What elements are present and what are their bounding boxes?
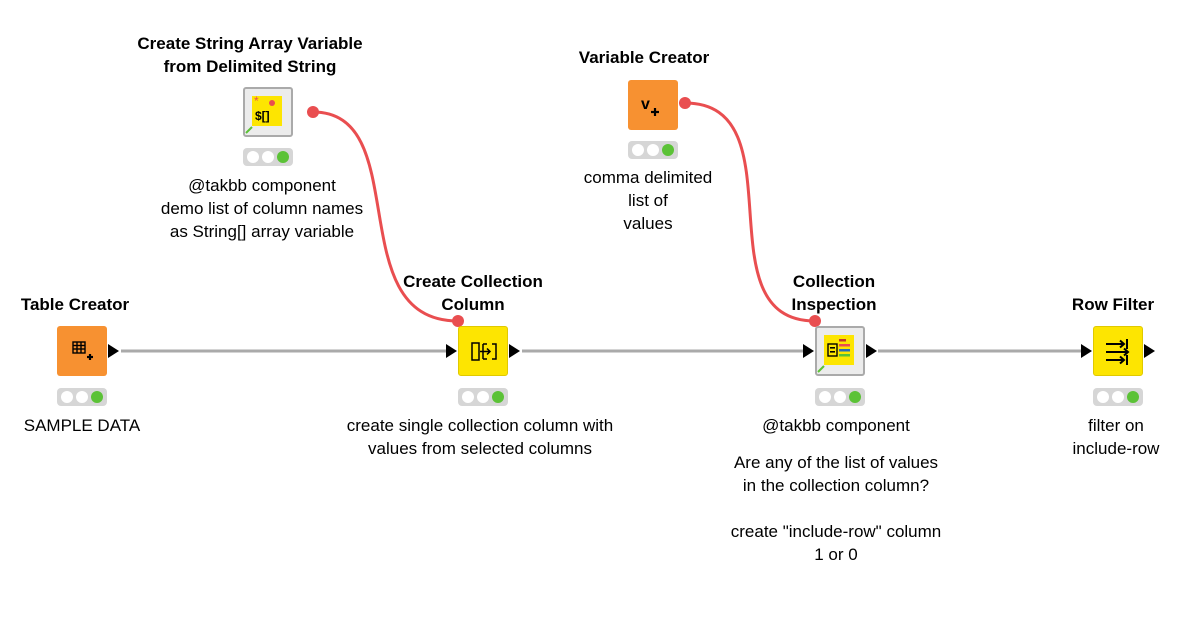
description-line: in the collection column? xyxy=(742,476,930,495)
description-line: 1 or 0 xyxy=(814,545,858,564)
description-line: comma delimited xyxy=(583,168,713,187)
description-line: as String[] array variable xyxy=(169,222,355,241)
input-port[interactable] xyxy=(1081,344,1092,358)
description-line: create "include-row" column xyxy=(730,522,942,541)
description-line: Are any of the list of values xyxy=(733,453,939,472)
node-description-string-array-var[interactable]: @takbb component demo list of column nam… xyxy=(161,174,363,243)
node-table-creator[interactable] xyxy=(57,326,107,376)
variable-output-port[interactable] xyxy=(307,106,319,118)
description-line: SAMPLE DATA xyxy=(23,416,141,435)
node-title-table-creator[interactable]: Table Creator xyxy=(20,295,130,314)
inspection-icon xyxy=(817,335,854,373)
description-line: values from selected columns xyxy=(368,439,592,458)
node-status xyxy=(458,388,508,406)
filter-icon xyxy=(1106,339,1130,365)
output-port[interactable] xyxy=(509,344,520,358)
description-line: include-row xyxy=(1072,439,1160,458)
title-line: Inspection xyxy=(791,295,877,314)
node-description-variable-creator[interactable]: comma delimited list of values xyxy=(584,166,713,235)
description-line: list of xyxy=(628,191,668,210)
node-status xyxy=(815,388,865,406)
title-line: Create String Array Variable xyxy=(137,34,363,53)
node-title-variable-creator[interactable]: Variable Creator xyxy=(578,48,710,67)
node-description-table-creator[interactable]: SAMPLE DATA xyxy=(24,414,141,437)
description-spacer xyxy=(731,497,942,520)
node-title-create-collection[interactable]: Create Collection Column xyxy=(403,270,543,316)
collection-icon xyxy=(471,342,497,361)
description-spacer xyxy=(731,437,942,451)
title-line: from Delimited String xyxy=(163,57,337,76)
node-title-row-filter[interactable]: Row Filter xyxy=(1071,295,1155,314)
node-variable-creator[interactable]: v xyxy=(628,80,678,130)
node-title-string-array-var[interactable]: Create String Array Variable from Delimi… xyxy=(137,32,362,78)
table-plus-icon xyxy=(72,341,93,360)
variable-input-port[interactable] xyxy=(452,315,464,327)
output-port[interactable] xyxy=(866,344,877,358)
node-string-array-var[interactable]: $[] * xyxy=(243,87,293,137)
title-line: Create Collection xyxy=(403,272,543,291)
description-line: @takbb component xyxy=(762,416,910,435)
output-port[interactable] xyxy=(108,344,119,358)
node-description-create-collection[interactable]: create single collection column with val… xyxy=(347,414,613,460)
variable-connection[interactable] xyxy=(684,101,816,323)
node-status xyxy=(628,141,678,159)
string-array-icon: $[] * xyxy=(245,94,282,134)
output-port[interactable] xyxy=(1144,344,1155,358)
node-status xyxy=(57,388,107,406)
title-line: Collection xyxy=(792,272,876,291)
node-status xyxy=(243,148,293,166)
description-line: @takbb component xyxy=(188,176,336,195)
variable-connection[interactable] xyxy=(312,110,459,323)
svg-text:*: * xyxy=(254,94,259,108)
description-line: demo list of column names xyxy=(160,199,364,218)
node-collection-inspection[interactable] xyxy=(815,326,865,376)
svg-text:v: v xyxy=(641,96,650,113)
input-port[interactable] xyxy=(446,344,457,358)
variable-input-port[interactable] xyxy=(809,315,821,327)
node-create-collection[interactable] xyxy=(458,326,508,376)
variable-output-port[interactable] xyxy=(679,97,691,109)
input-port[interactable] xyxy=(803,344,814,358)
node-row-filter[interactable] xyxy=(1093,326,1143,376)
node-status xyxy=(1093,388,1143,406)
description-line: values xyxy=(623,214,673,233)
variable-plus-icon: v xyxy=(641,96,659,116)
description-line: create single collection column with xyxy=(346,416,614,435)
description-line: filter on xyxy=(1088,416,1144,435)
node-description-collection-inspection[interactable]: @takbb component Are any of the list of … xyxy=(731,414,942,566)
node-description-row-filter[interactable]: filter on include-row xyxy=(1073,414,1160,460)
svg-text:$[]: $[] xyxy=(255,109,270,123)
title-line: Column xyxy=(441,295,505,314)
node-title-collection-inspection[interactable]: Collection Inspection xyxy=(791,270,876,316)
